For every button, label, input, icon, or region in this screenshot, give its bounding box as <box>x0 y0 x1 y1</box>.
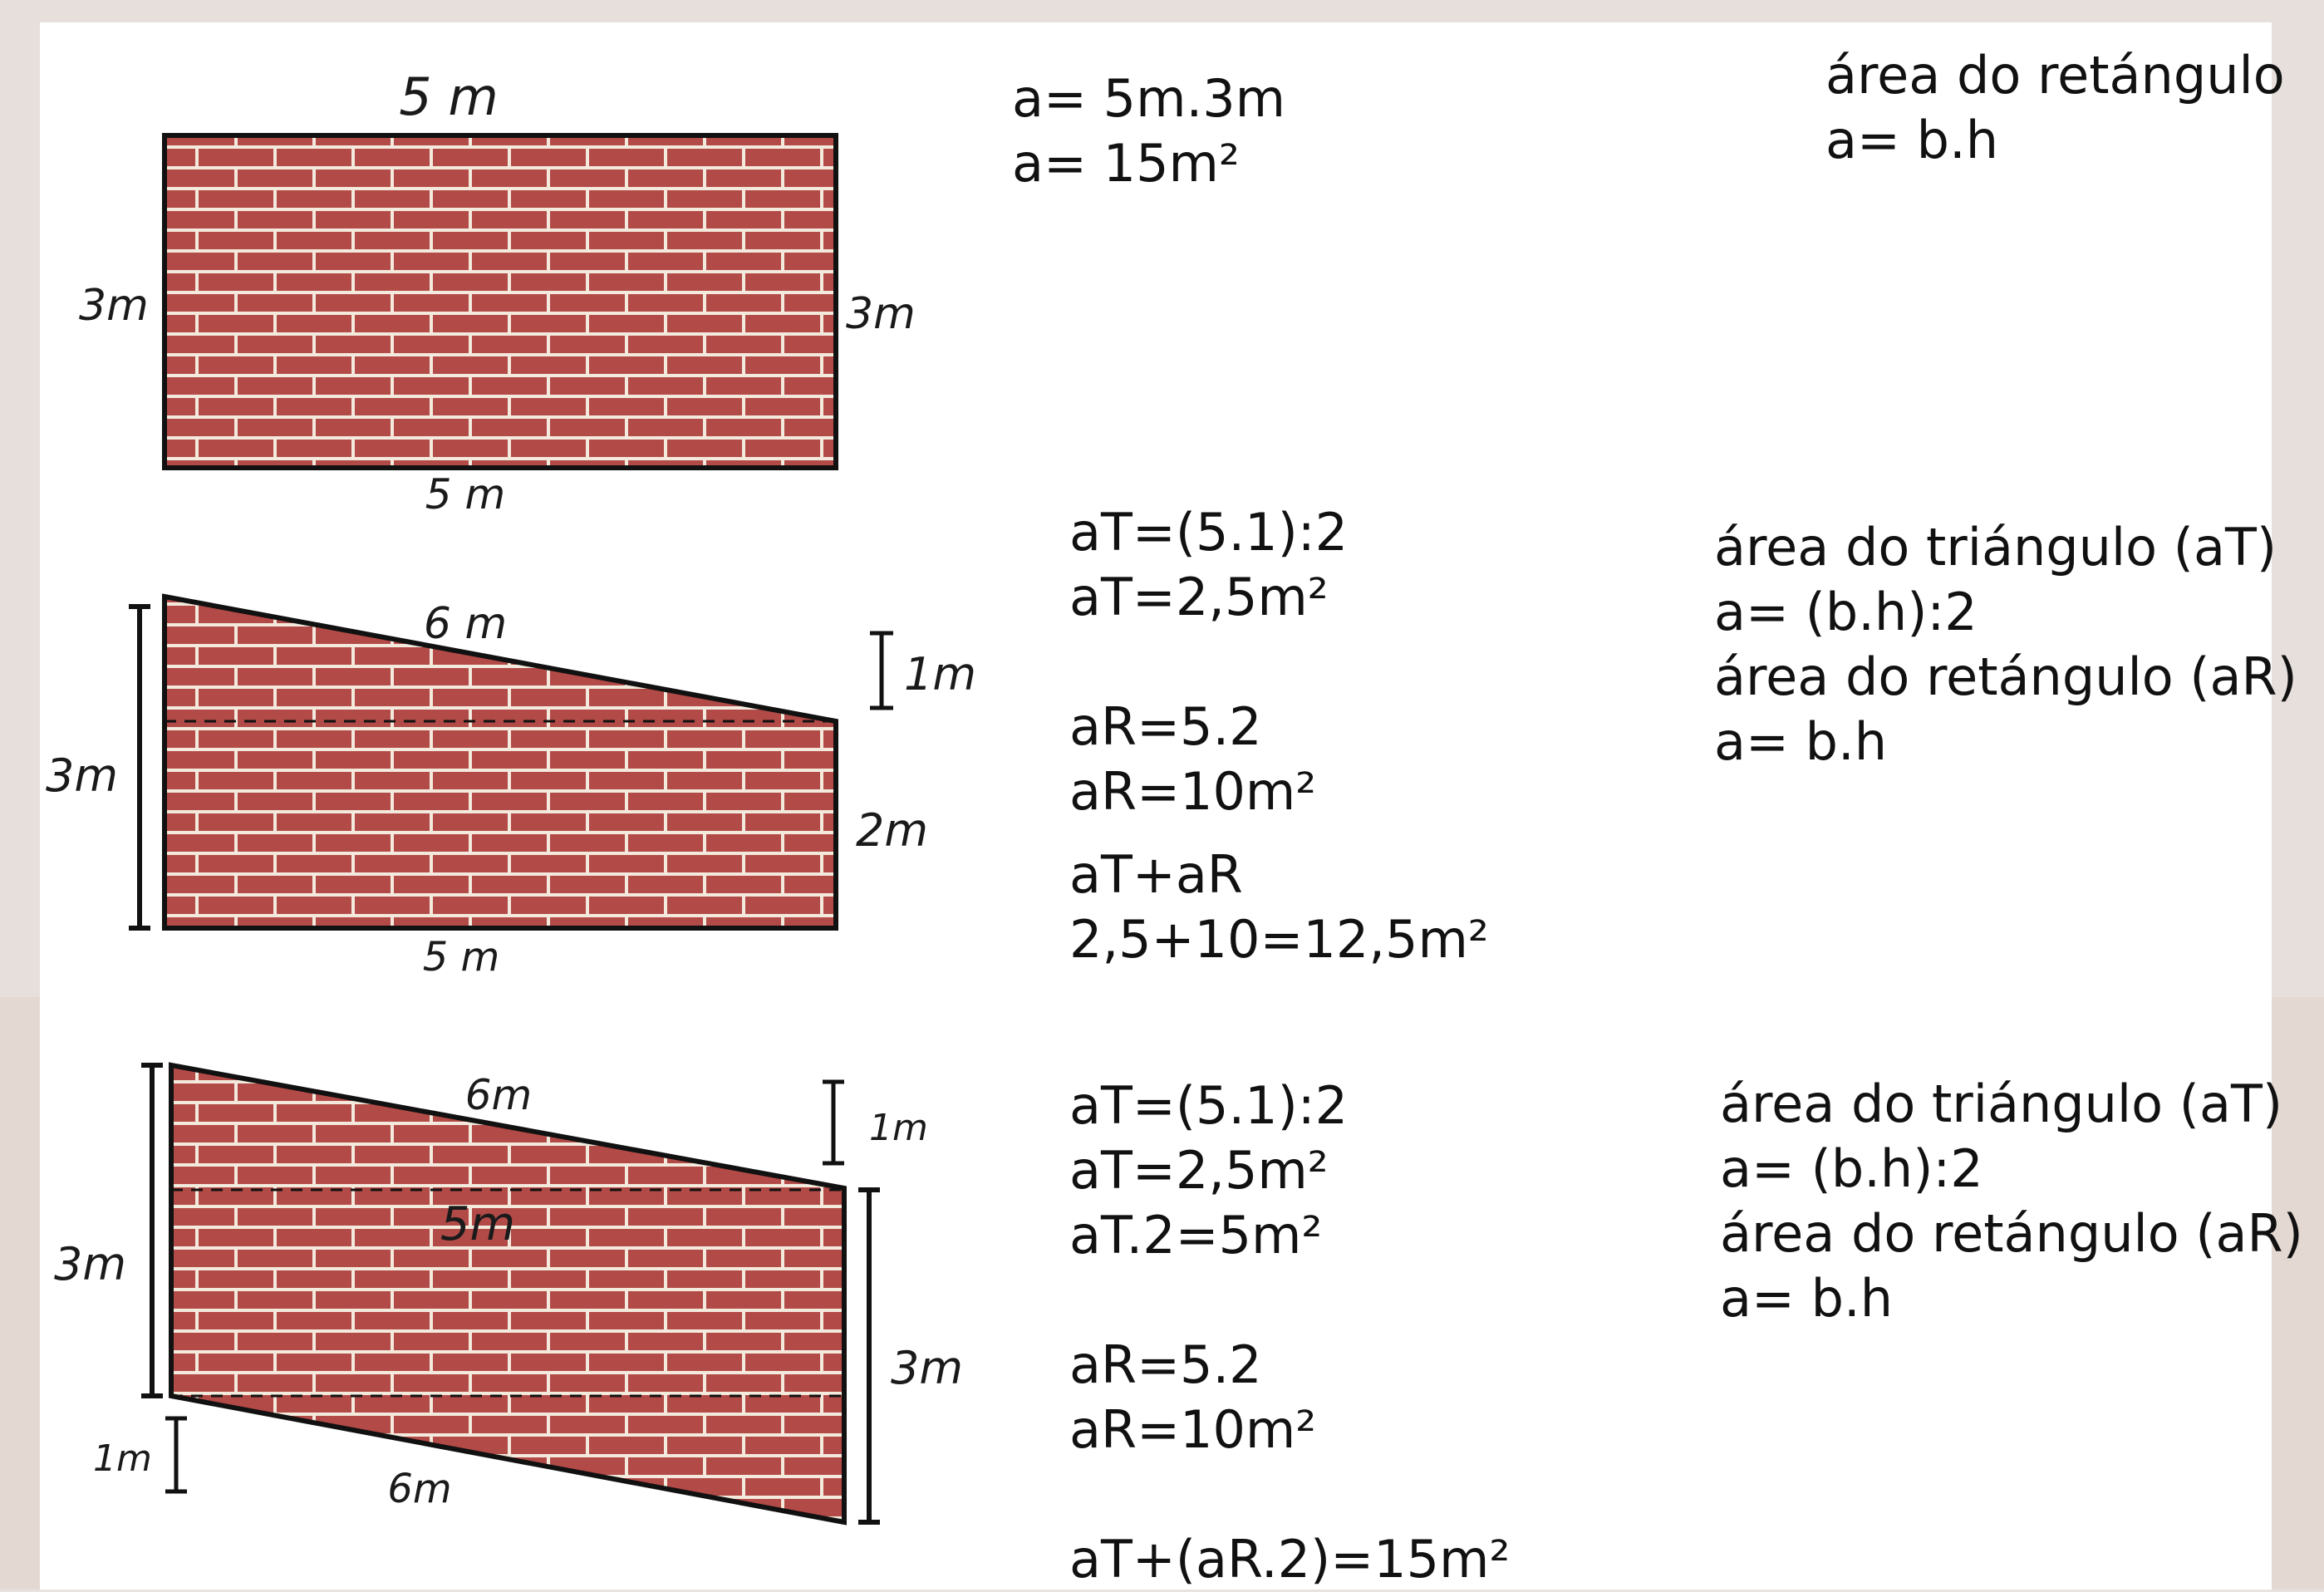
work-line <box>1069 630 1489 695</box>
rect-bottom-label: 5 m <box>425 470 505 518</box>
parallelogram-left-bottom-label: 1m <box>93 1437 152 1480</box>
work-line: aT.2=5m² <box>1069 1205 1323 1265</box>
parallelogram-left-label: 3m <box>54 1238 126 1290</box>
parallelogram-bottom-label: 6m <box>387 1466 451 1512</box>
rectangle-formulas: área do retángulo a= b.h <box>1825 43 2285 173</box>
formula-line: área do retángulo <box>1825 45 2285 106</box>
rect-top-label: 5 m <box>399 66 499 127</box>
trapezoid-right-top-label: 1m <box>904 648 976 700</box>
formula-line: área do triángulo (aT) <box>1720 1074 2283 1134</box>
parallelogram-brick-wall <box>169 1062 847 1526</box>
work-line <box>1069 1462 1510 1527</box>
parallelogram-top-label: 6m <box>465 1071 533 1119</box>
work-line: aT=(5.1):2 <box>1069 502 1349 563</box>
trapezoid-work: aT=(5.1):2 aT=2,5m² aR=5.2 aR=10m² aT+aR… <box>1069 500 1489 972</box>
formula-line: área do retángulo (aR) <box>1714 646 2297 707</box>
work-line: 2,5+10=12,5m² <box>1069 909 1489 970</box>
trapezoid-left-label: 3m <box>46 749 118 802</box>
work-line: aT+aR <box>1069 844 1243 905</box>
work-line: aT+(aR.2)=15m² <box>1069 1529 1511 1590</box>
trapezoid-right-bottom-label: 2m <box>856 804 928 857</box>
trapezoid-top-label: 6 m <box>424 599 507 649</box>
rect-right-label: 3m <box>846 289 916 339</box>
work-line: aR=5.2 <box>1069 696 1262 757</box>
formula-line: a= (b.h):2 <box>1714 582 1978 642</box>
parallelogram-work: aT=(5.1):2 aT=2,5m² aT.2=5m² aR=5.2 aR=1… <box>1069 1074 1510 1592</box>
parallelogram-middle-label: 5m <box>440 1197 515 1251</box>
rectangle-work: a= 5m.3m a= 15m² <box>1012 66 1285 196</box>
rectangle-brick-wall <box>162 133 838 470</box>
work-line <box>1069 1268 1510 1333</box>
trapezoid-wall-figure: 6 m 5 m 3m 1m 2m <box>46 593 976 980</box>
work-line: aR=10m² <box>1069 1399 1317 1460</box>
rectangle-wall-figure: 5 m 5 m 3m 3m <box>79 66 916 518</box>
formula-line: a= (b.h):2 <box>1720 1138 1983 1199</box>
formula-line: área do triángulo (aT) <box>1714 517 2277 577</box>
trapezoid-brick-wall <box>162 593 838 931</box>
parallelogram-formulas: área do triángulo (aT) a= (b.h):2 área d… <box>1720 1072 2303 1331</box>
work-line: a= 15m² <box>1012 133 1240 194</box>
formula-line: a= b.h <box>1720 1268 1894 1329</box>
formula-line: a= b.h <box>1825 110 1999 170</box>
formula-line: a= b.h <box>1714 711 1888 772</box>
work-line: aR=5.2 <box>1069 1334 1262 1395</box>
parallelogram-right-label: 3m <box>891 1342 963 1394</box>
work-line: aT=(5.1):2 <box>1069 1075 1349 1136</box>
trapezoid-bottom-label: 5 m <box>423 934 500 980</box>
work-line: aR=10m² <box>1069 761 1317 822</box>
work-line: aT=2,5m² <box>1069 1140 1329 1201</box>
trapezoid-formulas: área do triángulo (aT) a= (b.h):2 área d… <box>1714 515 2297 774</box>
rect-left-label: 3m <box>79 281 149 331</box>
work-line: a= 5m.3m <box>1012 68 1286 129</box>
formula-line: área do retángulo (aR) <box>1720 1203 2303 1264</box>
parallelogram-wall-figure: 6m 5m 6m 3m 1m 1m 3m <box>54 1062 963 1526</box>
parallelogram-right-top-label: 1m <box>869 1107 928 1149</box>
work-line: aT=2,5m² <box>1069 567 1329 627</box>
